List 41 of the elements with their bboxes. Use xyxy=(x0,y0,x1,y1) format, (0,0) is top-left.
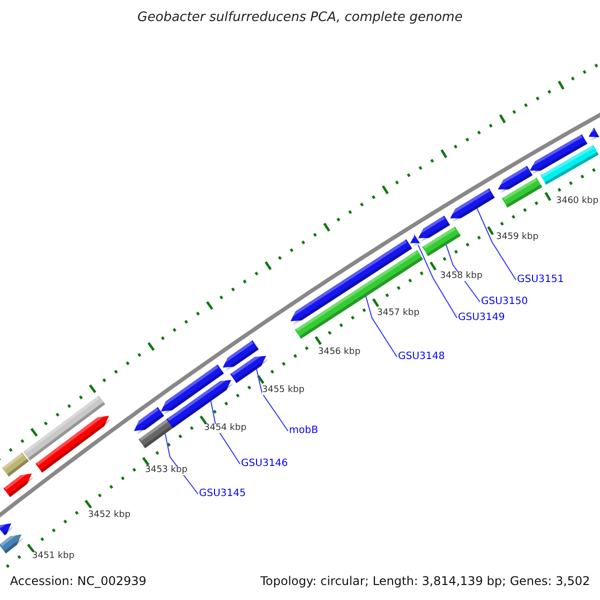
gene-bar xyxy=(502,178,542,208)
gene-bar xyxy=(23,396,106,460)
scale-label: 3460 kbp xyxy=(556,197,598,206)
gene-label: mobB xyxy=(289,426,318,436)
gene-segment xyxy=(448,188,495,222)
gene-label: GSU3149 xyxy=(458,313,505,323)
gene-segment xyxy=(416,216,450,242)
gene-label: GSU3150 xyxy=(481,297,528,307)
gene-label: GSU3151 xyxy=(517,275,564,285)
gene-label: GSU3145 xyxy=(199,489,246,499)
scale-label: 3455 kbp xyxy=(262,386,304,395)
leader-line xyxy=(476,208,516,280)
accession-text: Accession: NC_002939 xyxy=(10,575,146,587)
scale-label: 3458 kbp xyxy=(440,272,482,281)
gene-segment xyxy=(586,128,600,140)
gene-label: GSU3146 xyxy=(241,459,288,469)
gene-bar xyxy=(2,452,29,477)
scale-label: 3456 kbp xyxy=(318,348,360,357)
scale-label: 3452 kbp xyxy=(88,511,130,520)
gene-segment xyxy=(132,407,164,434)
gene-bar xyxy=(540,145,599,185)
leader-line xyxy=(164,433,198,494)
leader-line xyxy=(418,244,458,318)
gene-segment xyxy=(528,134,588,174)
scale-label: 3459 kbp xyxy=(496,233,538,242)
gene-bar xyxy=(294,250,424,339)
scale-label: 3451 kbp xyxy=(32,552,74,561)
scale-label: 3453 kbp xyxy=(145,466,188,475)
genome-info-text: Topology: circular; Length: 3,814,139 bp; Genes: 3,502 xyxy=(260,575,590,587)
leader-line xyxy=(210,400,240,464)
gene-segment xyxy=(408,234,422,247)
gene-segment xyxy=(158,364,224,415)
gene-segment xyxy=(496,166,533,193)
gene-segment xyxy=(220,340,259,371)
scale-label: 3457 kbp xyxy=(377,309,420,318)
scale-label: 3454 kbp xyxy=(204,424,246,433)
gene-bar xyxy=(422,226,461,256)
title: Geobacter sulfurreducens PCA, complete genome xyxy=(136,11,464,24)
gene-label: GSU3148 xyxy=(398,352,445,362)
leader-line xyxy=(365,296,398,358)
leader-line xyxy=(256,368,288,432)
